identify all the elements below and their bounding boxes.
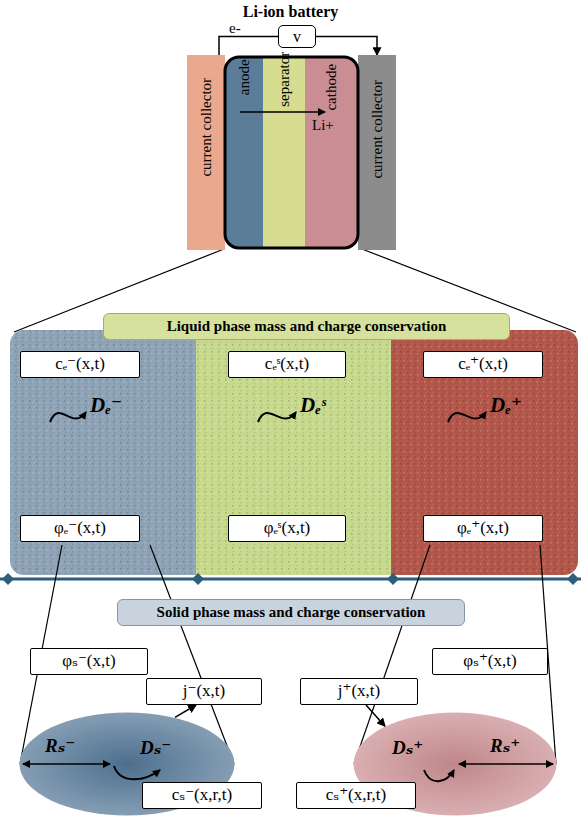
- porous-texture: [10, 330, 578, 575]
- flux-box: j⁻(x,t): [146, 678, 262, 705]
- current-collector: current collector: [187, 55, 225, 250]
- diffusivity-label: Dₑ⁻: [90, 394, 122, 417]
- variable-label: φₛ⁻(x,t): [62, 652, 115, 671]
- variable-label: cₑ⁻(x,t): [55, 355, 105, 374]
- variable-label: φₑˢ(x,t): [264, 519, 311, 538]
- banner-title: Liquid phase mass and charge conservatio…: [167, 318, 447, 335]
- divider-diamond: [192, 573, 204, 585]
- variable-label: cₑˢ(x,t): [265, 355, 309, 374]
- anode-layer: anode: [225, 57, 263, 248]
- diffusivity-label: Dₑ⁺: [490, 394, 522, 417]
- variable-label: j⁺(x,t): [338, 682, 381, 701]
- variable-box: cₛ⁺(x,r,t): [296, 782, 416, 809]
- variable-box: cₑ⁻(x,t): [20, 351, 140, 378]
- variable-label: j⁻(x,t): [183, 682, 226, 701]
- cathode-layer: cathode: [305, 57, 358, 248]
- variable-label: v: [293, 28, 301, 46]
- variable-label: φₑ⁺(x,t): [457, 519, 509, 538]
- section-banner: Liquid phase mass and charge conservatio…: [103, 313, 510, 340]
- diffusion-arrow: [424, 770, 454, 781]
- cell-casing: [225, 57, 358, 248]
- diffusion-arrow: [114, 766, 160, 779]
- divider-diamond: [2, 573, 14, 585]
- variable-box: cₛ⁻(x,r,t): [142, 782, 262, 809]
- layer-label: current collector: [198, 78, 215, 177]
- radius-arrow: [459, 763, 553, 765]
- diffusion-arrow: [50, 412, 86, 422]
- diffusion-arrow: [258, 412, 296, 422]
- variable-label: cₛ⁻(x,r,t): [172, 786, 232, 805]
- variable-box: φₑ⁺(x,t): [423, 515, 543, 542]
- divider-line: [0, 578, 581, 581]
- variable-label: φₛ⁺(x,t): [463, 652, 516, 671]
- banner-title: Solid phase mass and charge conservation: [157, 604, 426, 621]
- variable-label: φₑ⁻(x,t): [54, 519, 106, 538]
- circuit-wire: [316, 37, 377, 56]
- flux-box: j⁺(x,t): [300, 678, 418, 705]
- variable-box: φₛ⁺(x,t): [432, 648, 548, 675]
- ion-label: Li+: [312, 117, 334, 134]
- circuit-wire: [219, 37, 278, 56]
- layer-label: current collector: [369, 80, 386, 179]
- liquid-panels: [10, 330, 578, 575]
- flux-arrow: [366, 705, 385, 726]
- particle-symbol: Rₛ⁻: [45, 736, 75, 757]
- variable-box: φₑˢ(x,t): [228, 515, 346, 542]
- particle-symbol: Dₛ⁻: [140, 738, 171, 759]
- flux-arrow: [175, 705, 196, 717]
- current-collector: current collector: [358, 55, 396, 250]
- ion-flow-arrow: [240, 111, 325, 113]
- variable-box: cₑˢ(x,t): [228, 351, 346, 378]
- diffusion-arrow: [448, 412, 486, 422]
- divider-diamond: [387, 573, 399, 585]
- current-label: e-: [229, 20, 241, 37]
- separator-layer: separator: [263, 57, 305, 248]
- layer-label: separator: [276, 52, 293, 107]
- diffusivity-label: Dₑˢ: [300, 394, 326, 417]
- layer-label: anode: [236, 59, 253, 95]
- particle-symbol: Rₛ⁺: [490, 736, 520, 757]
- variable-box: φₛ⁻(x,t): [30, 648, 148, 675]
- divider-diamond: [567, 573, 579, 585]
- variable-box: φₑ⁻(x,t): [20, 515, 140, 542]
- particle-symbol: Dₛ⁺: [392, 738, 423, 759]
- variable-label: cₛ⁺(x,r,t): [326, 786, 386, 805]
- section-banner: Solid phase mass and charge conservation: [117, 599, 465, 626]
- diagram-title: Li-ion battery: [0, 3, 581, 21]
- voltmeter: v: [278, 25, 316, 48]
- particle-ellipse: [20, 713, 235, 816]
- variable-label: cₑ⁺(x,t): [458, 355, 508, 374]
- radius-arrow: [23, 763, 110, 765]
- layer-label: cathode: [323, 64, 340, 111]
- variable-box: cₑ⁺(x,t): [423, 351, 543, 378]
